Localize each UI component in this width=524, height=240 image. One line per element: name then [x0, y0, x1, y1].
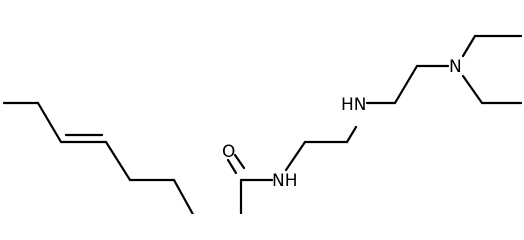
bond-carbonyl-oxygen [226, 158, 238, 175]
alkyl-chain [2, 101, 195, 214]
bond-ch2-nh [345, 125, 358, 144]
diethylaminoethyl [365, 34, 523, 105]
amine-nitrogen-label: HN [341, 95, 367, 115]
carbonyl-oxygen-label: O [222, 142, 235, 162]
structural-formula: O NH HN N [2, 34, 523, 214]
amide-nitrogen-label: NH [272, 171, 298, 191]
bond-n-ethyl-lower [461, 74, 484, 105]
bond-ch2-ch2-b [393, 64, 419, 105]
bond-n-ethyl-upper [461, 34, 477, 58]
bond-carbonyl-oxygen-double [233, 153, 246, 170]
amide-group [226, 153, 274, 214]
bond-c5-c4 [104, 140, 132, 182]
tertiary-nitrogen-label: N [449, 57, 462, 77]
bond-c3-c2 [172, 178, 195, 214]
bond-n-ch2-a [284, 140, 307, 172]
bond-c7-c6 [36, 101, 63, 144]
ethylene-linker [284, 125, 358, 172]
